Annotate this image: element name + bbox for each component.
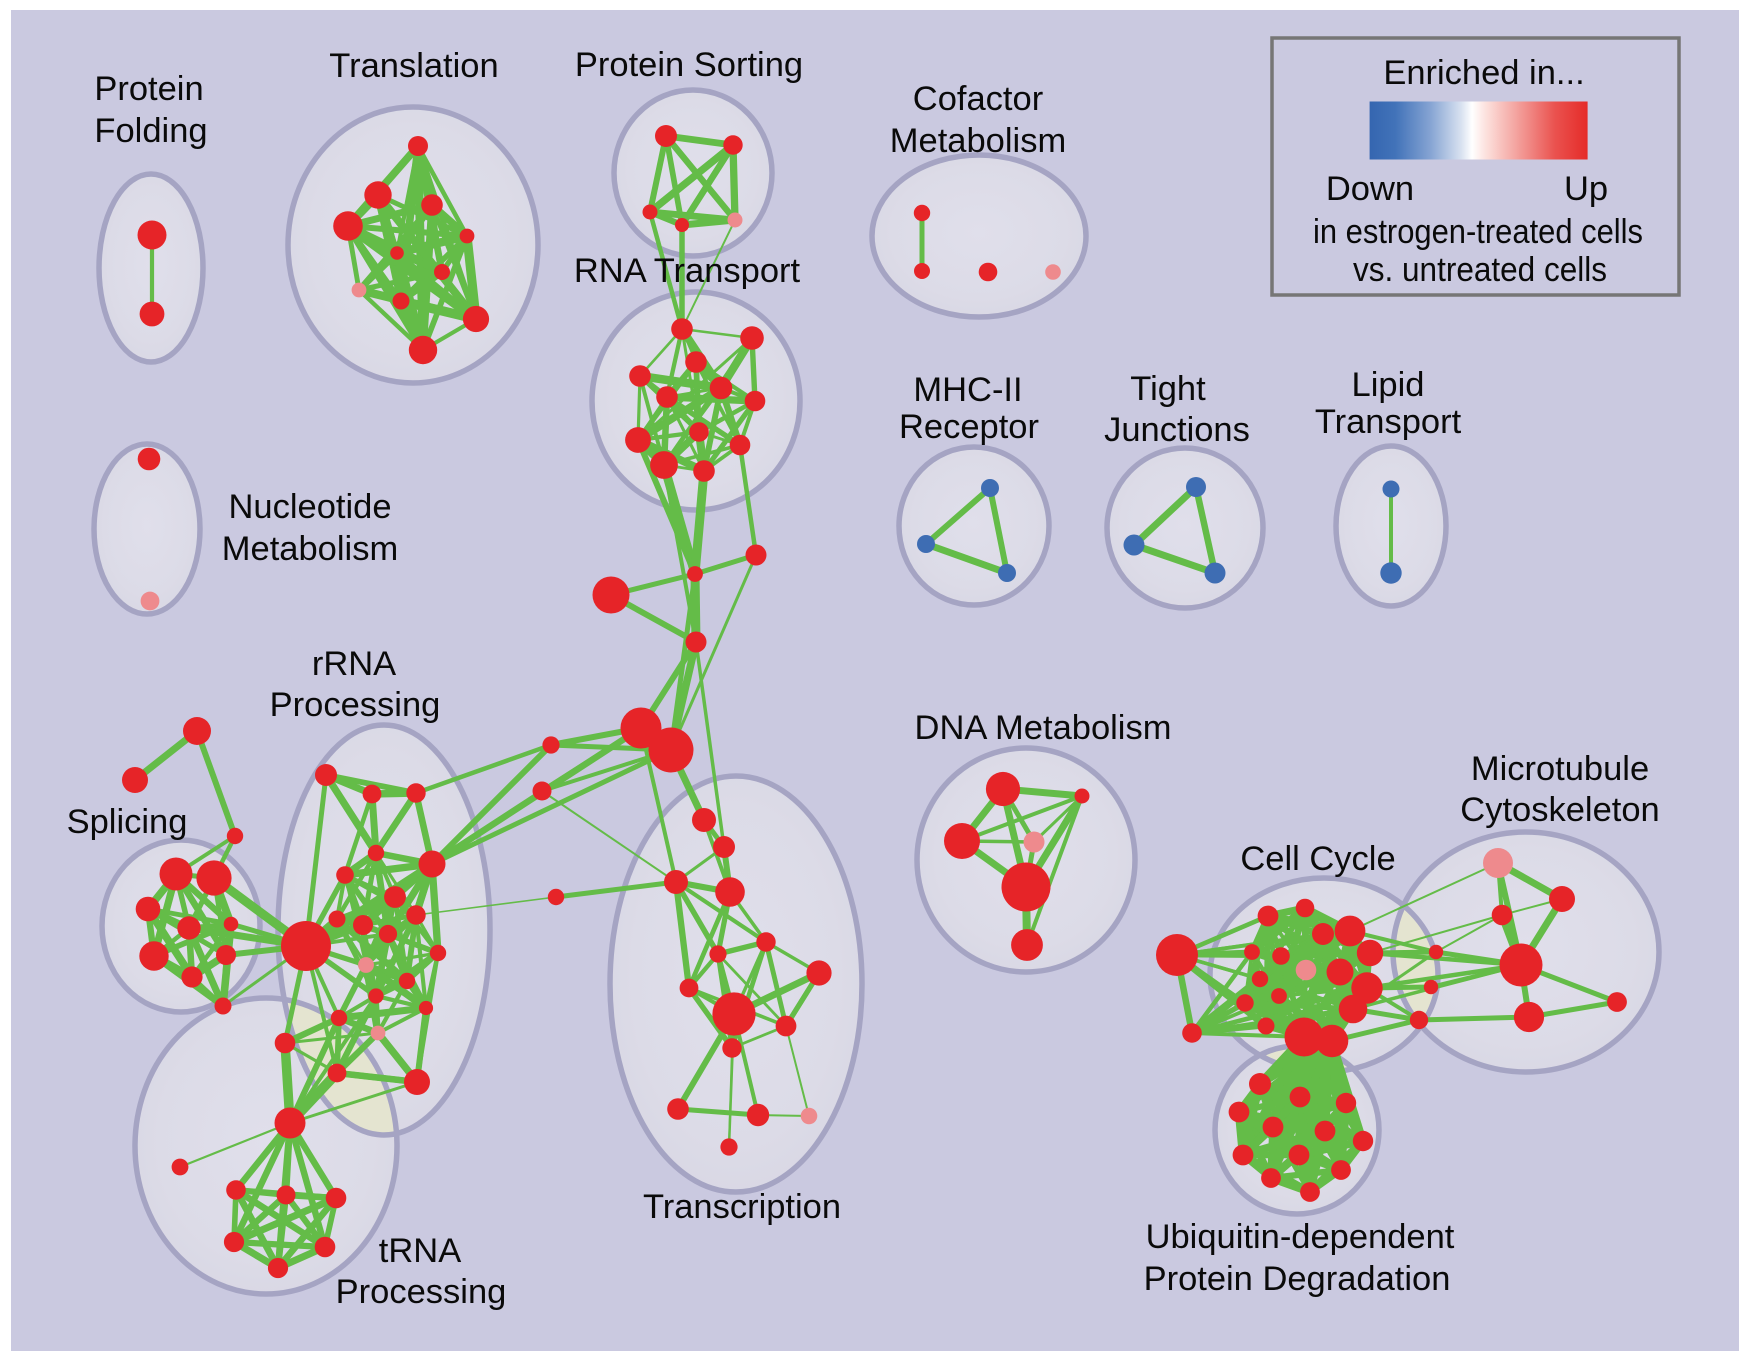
svg-text:Protein Sorting: Protein Sorting <box>575 46 803 84</box>
svg-text:MHC-II: MHC-II <box>913 371 1022 409</box>
svg-text:Metabolism: Metabolism <box>222 530 398 568</box>
svg-text:Lipid: Lipid <box>1352 366 1425 404</box>
svg-text:Microtubule: Microtubule <box>1471 750 1649 788</box>
svg-text:Down: Down <box>1326 170 1414 208</box>
svg-text:Up: Up <box>1564 170 1608 208</box>
svg-text:RNA Transport: RNA Transport <box>574 252 801 290</box>
svg-text:Cell Cycle: Cell Cycle <box>1240 840 1395 878</box>
svg-text:Metabolism: Metabolism <box>890 122 1066 160</box>
svg-text:Protein: Protein <box>94 70 203 108</box>
svg-text:Ubiquitin-dependent: Ubiquitin-dependent <box>1146 1218 1455 1256</box>
svg-text:Nucleotide: Nucleotide <box>228 488 391 526</box>
svg-text:Transcription: Transcription <box>643 1188 841 1226</box>
svg-text:tRNA: tRNA <box>379 1232 461 1270</box>
svg-text:Cofactor: Cofactor <box>913 80 1043 118</box>
svg-text:DNA Metabolism: DNA Metabolism <box>915 709 1172 747</box>
svg-text:Cytoskeleton: Cytoskeleton <box>1460 791 1659 829</box>
svg-text:Processing: Processing <box>270 686 441 724</box>
svg-text:Folding: Folding <box>94 112 207 150</box>
svg-text:Processing: Processing <box>336 1273 507 1311</box>
svg-text:in estrogen-treated cells: in estrogen-treated cells <box>1313 213 1643 251</box>
svg-text:Receptor: Receptor <box>899 408 1039 446</box>
svg-text:Enriched in...: Enriched in... <box>1383 54 1584 92</box>
svg-text:rRNA: rRNA <box>312 645 396 683</box>
svg-text:Transport: Transport <box>1315 403 1462 441</box>
svg-text:vs. untreated cells: vs. untreated cells <box>1353 251 1607 289</box>
svg-text:Tight: Tight <box>1130 370 1206 408</box>
svg-text:Translation: Translation <box>329 47 498 85</box>
svg-text:Splicing: Splicing <box>67 803 188 841</box>
svg-text:Protein Degradation: Protein Degradation <box>1144 1260 1451 1298</box>
svg-text:Junctions: Junctions <box>1104 411 1250 449</box>
